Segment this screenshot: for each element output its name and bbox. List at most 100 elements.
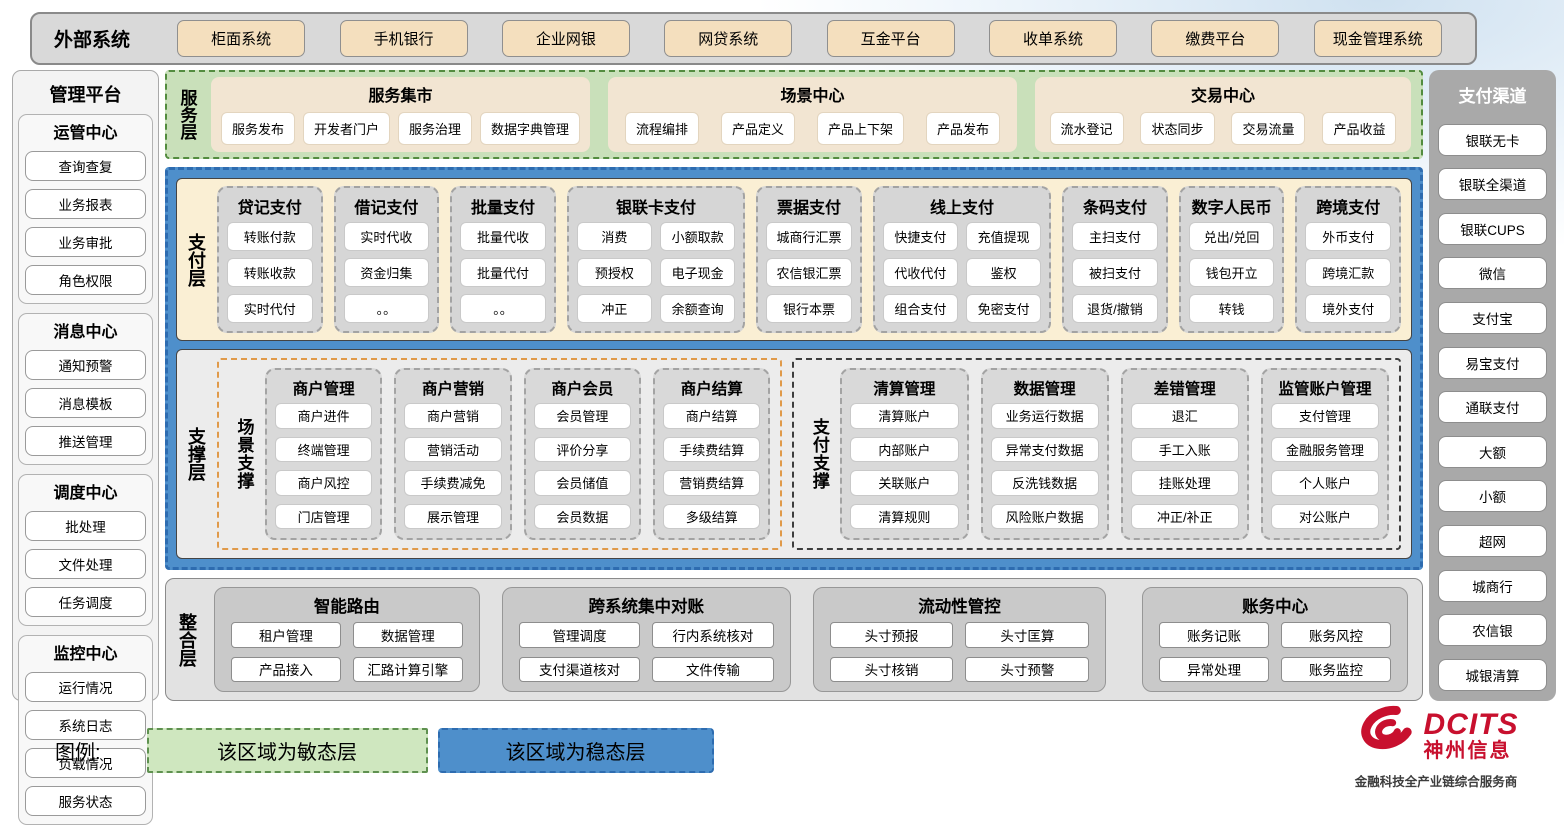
payment-item: 余额查询 xyxy=(660,294,736,323)
support-items: 会员管理评价分享会员储值会员数据 xyxy=(533,403,632,529)
dcits-swirl-icon xyxy=(1354,704,1418,767)
support-items: 清算账户内部账户关联账户清算规则 xyxy=(850,403,959,529)
service-item: 流程编排 xyxy=(625,111,700,145)
management-item: 负载情况 xyxy=(25,748,146,778)
support-sections: 场景支撑商户管理商户进件终端管理商户风控门店管理商户营销商户营销营销活动手续费减… xyxy=(217,358,1401,550)
stable-layer-container: 支付层 贷记支付转账付款转账收款实时代付借记支付实时代收资金归集。。批量支付批量… xyxy=(165,167,1423,570)
support-column: 商户结算商户结算手续费结算营销费结算多级结算 xyxy=(653,368,771,540)
support-column: 监管账户管理支付管理金融服务管理个人账户对公账户 xyxy=(1260,368,1390,540)
management-item: 推送管理 xyxy=(25,426,146,456)
group-title: 智能路由 xyxy=(313,598,380,616)
support-item: 商户风控 xyxy=(275,470,373,496)
management-groups: 运管中心查询查复业务报表业务审批角色权限消息中心通知预警消息模板推送管理调度中心… xyxy=(18,114,153,825)
payment-channels-title: 支付渠道 xyxy=(1458,87,1527,106)
integration-group: 智能路由租户管理数据管理产品接入汇路计算引擎 xyxy=(214,587,480,692)
support-section-label: 支付支撑 xyxy=(809,418,829,490)
logo-tagline: 金融科技全产业链综合服务商 xyxy=(1354,775,1518,789)
support-items: 业务运行数据异常支付数据反洗钱数据风险账户数据 xyxy=(990,403,1099,529)
external-systems-items: 柜面系统手机银行企业网银网贷系统互金平台收单系统缴费平台现金管理系统 xyxy=(130,20,1459,57)
integration-item: 租户管理 xyxy=(231,622,341,648)
support-item: 关联账户 xyxy=(850,470,959,496)
support-item: 退汇 xyxy=(1130,403,1239,429)
support-item: 门店管理 xyxy=(275,503,373,529)
group-title: 流动性管控 xyxy=(918,598,1001,616)
group-title: 条码支付 xyxy=(1082,200,1147,217)
payment-item: 组合支付 xyxy=(882,294,958,323)
support-layer-label: 支撑层 xyxy=(186,427,206,481)
support-item: 反洗钱数据 xyxy=(990,470,1099,496)
payment-item: 冲正 xyxy=(576,294,653,323)
external-system-chip: 网贷系统 xyxy=(664,20,793,57)
support-columns: 清算管理清算账户内部账户关联账户清算规则 数据管理业务运行数据异常支付数据反洗钱数… xyxy=(840,368,1390,540)
payment-item: 退货/撤销 xyxy=(1072,294,1158,323)
integration-items: 账务记账账务风控异常处理账务监控 xyxy=(1159,622,1391,682)
external-system-chip: 柜面系统 xyxy=(177,20,306,57)
support-column: 清算管理清算账户内部账户关联账户清算规则 xyxy=(840,368,969,540)
group-title: 账务中心 xyxy=(1242,598,1309,616)
legend-agile-layer: 该区域为敏态层 xyxy=(146,728,428,773)
group-title: 数据管理 xyxy=(1013,381,1076,398)
payment-item: 预授权 xyxy=(576,258,653,287)
payment-item: 转账付款 xyxy=(227,222,313,251)
group-title: 交易中心 xyxy=(1191,88,1256,105)
management-item: 系统日志 xyxy=(25,710,146,740)
support-items: 支付管理金融服务管理个人账户对公账户 xyxy=(1270,403,1380,529)
payment-item: 实时代收 xyxy=(343,222,430,251)
integration-items: 租户管理数据管理产品接入汇路计算引擎 xyxy=(231,622,463,682)
support-layer: 支撑层 场景支撑商户管理商户进件终端管理商户风控门店管理商户营销商户营销营销活动… xyxy=(176,349,1412,559)
support-item: 业务运行数据 xyxy=(990,403,1099,429)
payment-items: 转账付款转账收款实时代付 xyxy=(227,222,313,323)
service-item: 交易流量 xyxy=(1231,111,1306,145)
management-item: 运行情况 xyxy=(25,672,146,702)
group-title: 跨系统集中对账 xyxy=(588,598,704,616)
channel-item: 支付宝 xyxy=(1438,302,1547,335)
payment-column: 跨境支付外币支付跨境汇款境外支付 xyxy=(1295,186,1402,333)
payment-item: 转账收款 xyxy=(227,258,313,287)
group-title: 数字人民币 xyxy=(1191,200,1272,217)
logo-company: 神州信息 xyxy=(1423,739,1512,762)
payment-item: 批量代付 xyxy=(460,258,546,287)
integration-group: 跨系统集中对账管理调度行内系统核对支付渠道核对文件传输 xyxy=(501,587,791,692)
payment-item: 外币支付 xyxy=(1305,222,1392,251)
integration-item: 头寸核销 xyxy=(829,656,954,682)
payment-items: 兑出/兑回钱包开立转钱 xyxy=(1188,222,1275,323)
group-title: 借记支付 xyxy=(354,200,419,217)
integration-group: 账务中心账务记账账务风控异常处理账务监控 xyxy=(1142,587,1408,692)
support-item: 会员数据 xyxy=(533,503,632,529)
support-item: 会员储值 xyxy=(533,470,632,496)
integration-items: 管理调度行内系统核对支付渠道核对文件传输 xyxy=(518,622,774,682)
management-item: 任务调度 xyxy=(25,587,146,617)
integration-item: 头寸预警 xyxy=(965,656,1090,682)
support-item: 异常支付数据 xyxy=(990,436,1099,462)
group-title: 监管账户管理 xyxy=(1278,381,1372,398)
group-title: 场景中心 xyxy=(780,88,845,105)
service-item: 产品上下架 xyxy=(817,111,905,145)
payment-item: 资金归集 xyxy=(343,258,430,287)
payment-column: 条码支付主扫支付被扫支付退货/撤销 xyxy=(1062,186,1168,333)
integration-groups: 智能路由租户管理数据管理产品接入汇路计算引擎跨系统集中对账管理调度行内系统核对支… xyxy=(214,587,1408,692)
integration-item: 支付渠道核对 xyxy=(518,656,641,682)
integration-item: 产品接入 xyxy=(231,656,341,682)
service-item: 产品收益 xyxy=(1322,111,1397,145)
channel-item: 超网 xyxy=(1438,525,1547,558)
channel-item: 微信 xyxy=(1438,257,1547,290)
payment-column: 借记支付实时代收资金归集。。 xyxy=(333,186,440,333)
service-item: 状态同步 xyxy=(1140,111,1215,145)
group-title: 商户结算 xyxy=(680,381,743,398)
channel-item: 大额 xyxy=(1438,435,1547,468)
integration-item: 账务记账 xyxy=(1159,622,1270,648)
support-item: 挂账处理 xyxy=(1130,470,1239,496)
management-group: 调度中心批处理文件处理任务调度 xyxy=(18,474,153,626)
management-item: 角色权限 xyxy=(25,265,146,295)
channel-item: 银联无卡 xyxy=(1438,123,1547,156)
support-column: 商户营销商户营销营销活动手续费减免展示管理 xyxy=(394,368,512,540)
service-layer: 服务层 服务集市服务发布开发者门户服务治理数据字典管理场景中心流程编排产品定义产… xyxy=(165,70,1423,159)
legend-stable-layer: 该区域为稳态层 xyxy=(437,728,714,773)
payment-items: 消费小额取款预授权电子现金冲正余额查询 xyxy=(576,222,736,323)
integration-layer: 整合层 智能路由租户管理数据管理产品接入汇路计算引擎跨系统集中对账管理调度行内系… xyxy=(165,578,1423,701)
external-system-chip: 互金平台 xyxy=(826,20,955,57)
service-groups: 服务集市服务发布开发者门户服务治理数据字典管理场景中心流程编排产品定义产品上下架… xyxy=(211,77,1411,152)
external-system-chip: 现金管理系统 xyxy=(1313,20,1442,57)
